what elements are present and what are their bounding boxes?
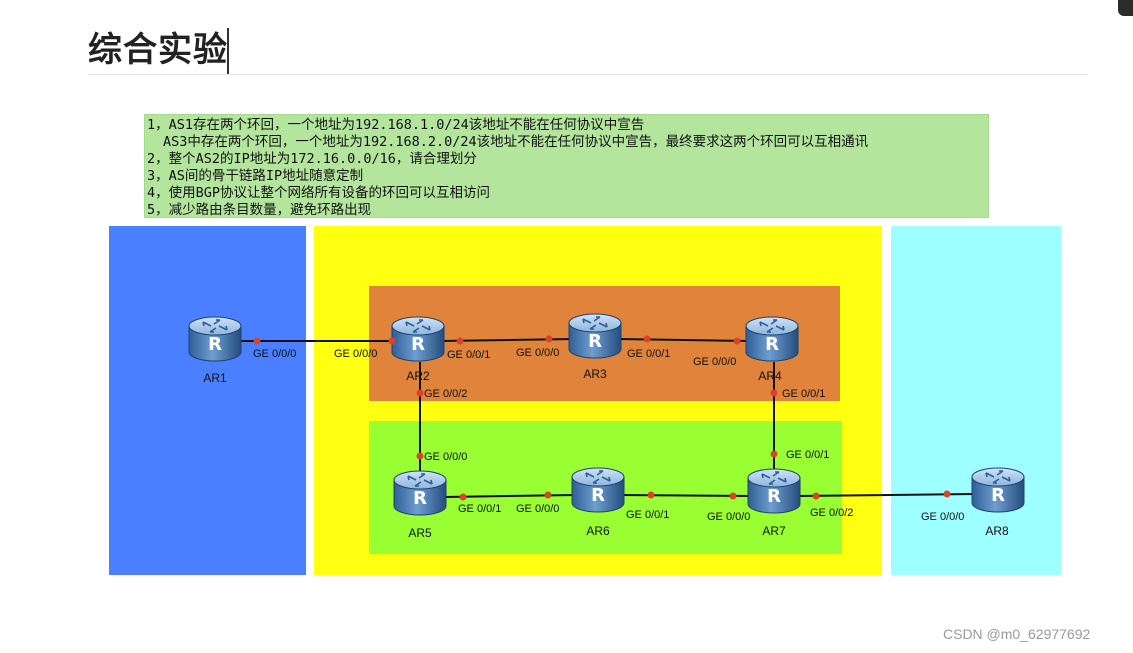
port-label-ar5: GE 0/0/0 [424, 451, 467, 463]
port-label-ar2: GE 0/0/2 [424, 388, 467, 400]
port-label-ar8: GE 0/0/0 [921, 511, 964, 523]
router-label-ar1: AR1 [203, 371, 227, 385]
router-letter-icon: R [208, 334, 222, 355]
port-label-ar7: GE 0/0/0 [707, 511, 750, 523]
router-arrows-icon [405, 319, 431, 333]
router-arrows-icon [407, 473, 433, 487]
port-dot-ar2 [388, 337, 396, 345]
router-arrows-icon [759, 319, 785, 333]
router-ar7[interactable]: R [747, 468, 801, 514]
router-arrows-icon [585, 470, 611, 484]
port-label-ar2: GE 0/0/1 [447, 349, 490, 361]
requirement-2: 2，整个AS2的IP地址为172.16.0.0/16，请合理划分 [147, 151, 477, 167]
router-arrows-icon [985, 470, 1011, 484]
port-label-ar6: GE 0/0/0 [516, 503, 559, 515]
router-ar4[interactable]: R [745, 316, 799, 362]
port-label-ar4: GE 0/0/1 [782, 388, 825, 400]
page-title: 综合实验 [88, 30, 228, 70]
port-label-ar3: GE 0/0/0 [516, 347, 559, 359]
port-dot-ar5 [459, 493, 467, 501]
port-dot-ar7 [729, 492, 737, 500]
router-label-ar4: AR4 [758, 369, 782, 383]
router-ar3[interactable]: R [568, 313, 622, 359]
router-letter-icon: R [991, 485, 1005, 506]
requirements-box: 1，AS1存在两个环回，一个地址为192.168.1.0/24该地址不能在任何协… [144, 114, 989, 218]
router-label-ar5: AR5 [408, 526, 432, 540]
router-letter-icon: R [765, 334, 779, 355]
router-label-ar6: AR6 [586, 524, 610, 538]
port-dot-ar4 [733, 337, 741, 345]
router-label-ar8: AR8 [985, 524, 1009, 538]
router-arrows-icon [582, 316, 608, 330]
port-dot-ar4 [770, 389, 778, 397]
port-label-ar7: GE 0/0/1 [786, 449, 829, 461]
port-label-ar4: GE 0/0/0 [693, 356, 736, 368]
port-label-ar6: GE 0/0/1 [626, 509, 669, 521]
router-label-ar2: AR2 [406, 369, 430, 383]
router-ar1[interactable]: R [188, 316, 242, 362]
port-label-ar1: GE 0/0/0 [253, 348, 296, 360]
router-letter-icon: R [411, 334, 425, 355]
requirement-4: 4，使用BGP协议让整个网络所有设备的环回可以互相访问 [147, 185, 491, 201]
router-label-ar7: AR7 [762, 524, 786, 538]
requirement-3: 3，AS间的骨干链路IP地址随意定制 [147, 168, 364, 184]
requirement-1b: AS3中存在两个环回，一个地址为192.168.2.0/24该地址不能在任何协议… [163, 134, 869, 150]
port-label-ar3: GE 0/0/1 [627, 348, 670, 360]
router-arrows-icon [761, 471, 787, 485]
link-ar3-ar4 [617, 338, 749, 342]
router-arrows-icon [202, 319, 228, 333]
router-ar6[interactable]: R [571, 467, 625, 513]
requirement-5: 5，减少路由条目数量，避免环路出现 [147, 202, 372, 218]
router-letter-icon: R [767, 486, 781, 507]
port-dot-ar3 [643, 335, 651, 343]
port-label-ar7: GE 0/0/2 [810, 507, 853, 519]
watermark: CSDN @m0_62977692 [943, 626, 1091, 642]
router-letter-icon: R [588, 331, 602, 352]
as1-zone [109, 226, 306, 575]
port-dot-ar3 [545, 335, 553, 343]
window-corner [1118, 0, 1133, 16]
port-dot-ar8 [943, 490, 951, 498]
port-label-ar2: GE 0/0/0 [334, 348, 377, 360]
port-dot-ar2 [416, 389, 424, 397]
port-dot-ar2 [456, 337, 464, 345]
port-dot-ar6 [544, 491, 552, 499]
router-ar5[interactable]: R [393, 470, 447, 516]
port-dot-ar5 [416, 452, 424, 460]
router-letter-icon: R [591, 485, 605, 506]
port-dot-ar7 [770, 450, 778, 458]
requirement-1: 1，AS1存在两个环回，一个地址为192.168.1.0/24该地址不能在任何协… [147, 117, 645, 133]
as3-zone [891, 226, 1061, 575]
router-letter-icon: R [413, 488, 427, 509]
port-dot-ar6 [647, 491, 655, 499]
port-label-ar5: GE 0/0/1 [458, 503, 501, 515]
port-dot-ar7 [812, 492, 820, 500]
router-label-ar3: AR3 [583, 367, 607, 381]
port-dot-ar1 [253, 337, 261, 345]
text-cursor [227, 28, 229, 74]
router-ar2[interactable]: R [391, 316, 445, 362]
router-ar8[interactable]: R [971, 467, 1025, 513]
title-divider [88, 74, 1088, 75]
